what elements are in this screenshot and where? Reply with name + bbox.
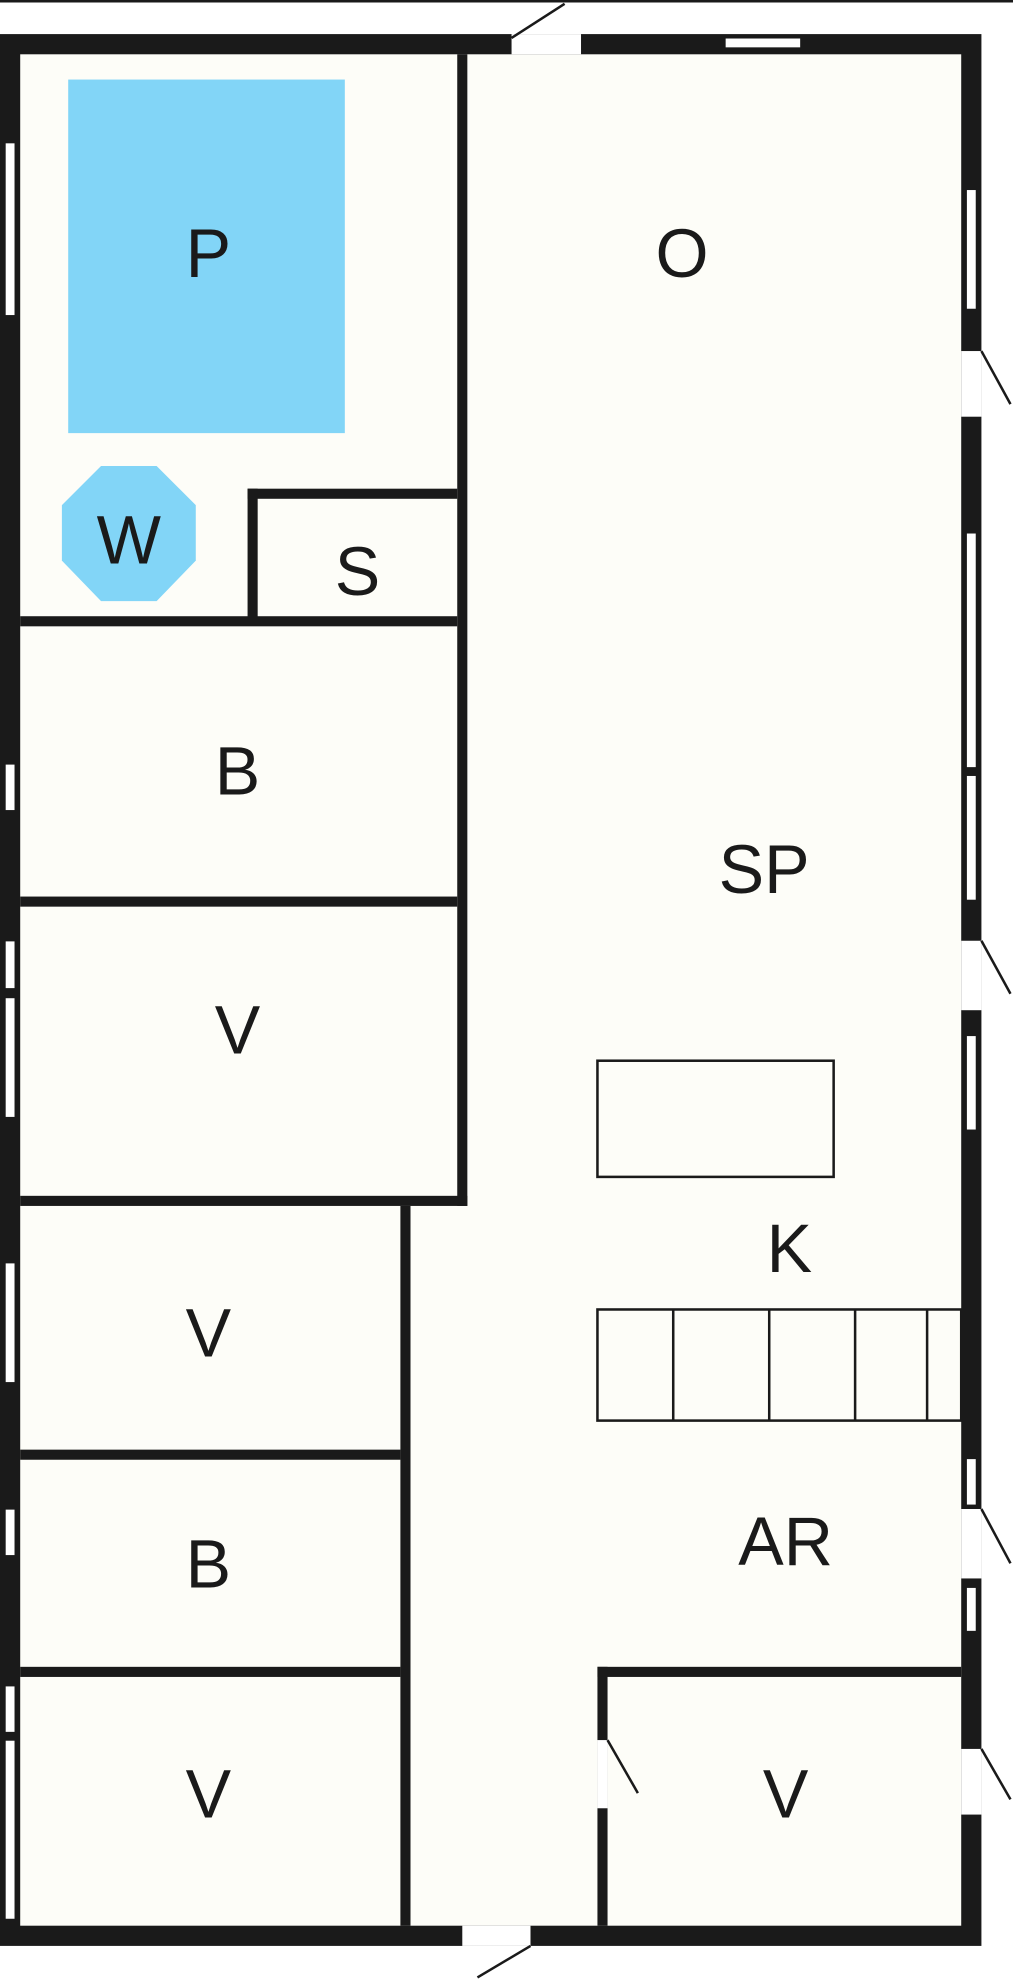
bedroom-door-opening [597, 1740, 608, 1809]
bottom-door-swing [476, 1944, 532, 1979]
bottom-door-opening [462, 1925, 531, 1946]
top-door-opening [511, 34, 582, 55]
pool [68, 79, 345, 434]
top-door-swing [510, 2, 566, 39]
room-label-bedroom-3: V [186, 1756, 232, 1832]
room-label-utility: AR [738, 1504, 833, 1580]
room-label-living: SP [719, 832, 810, 908]
room-label-bedroom-4: V [763, 1756, 809, 1832]
room-label-pool: P [186, 216, 231, 292]
top-window [724, 37, 802, 49]
right-windows [965, 188, 978, 1633]
room-label-whirlpool: W [97, 503, 162, 579]
room-label-bedroom-2: V [186, 1296, 232, 1372]
left-windows [4, 142, 16, 1921]
room-label-kitchen: K [767, 1211, 812, 1287]
room-label-bedroom-1: V [215, 992, 261, 1068]
right-doors [961, 350, 1012, 1815]
bedroom-door-swing [606, 1739, 639, 1794]
kitchen-island [596, 1059, 835, 1179]
whirlpool [61, 465, 196, 602]
kitchen-counter [596, 1308, 963, 1422]
room-label-bath-2: B [186, 1527, 231, 1603]
room-label-open-area: O [656, 216, 709, 292]
room-label-bath-1: B [215, 734, 260, 810]
room-label-sauna: S [335, 534, 380, 610]
